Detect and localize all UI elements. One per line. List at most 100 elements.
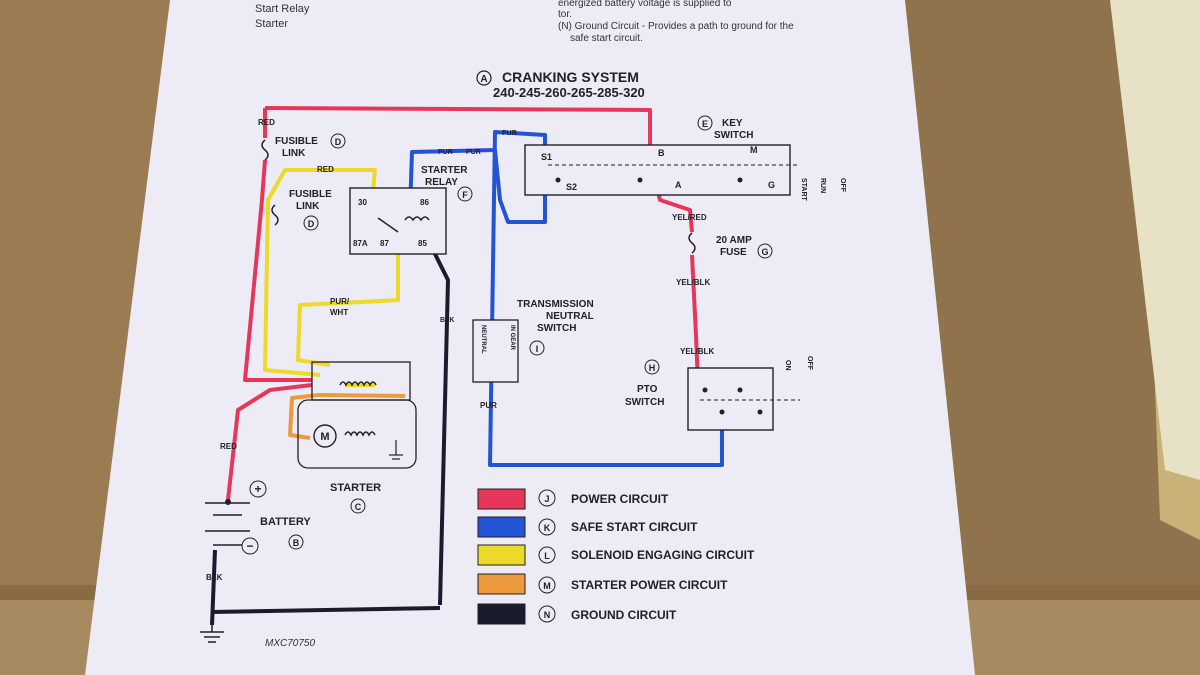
wire-label-pur-wht-1: PUR/	[330, 297, 350, 306]
fuse-line-1: 20 AMP	[716, 235, 752, 246]
title-line-2: 240-245-260-265-285-320	[493, 85, 645, 100]
fusible-link-mid-line-1: FUSIBLE	[289, 189, 332, 200]
yellow-wire-pur-wht	[296, 235, 400, 367]
black-wire-battery	[210, 549, 217, 626]
starter-relay: 30 86 87A 87 85 STARTER RELAY F	[349, 165, 473, 255]
legend-item-safe-start: K SAFE START CIRCUIT	[477, 516, 698, 538]
legend-circle-k	[538, 518, 556, 536]
wire-label-pur-relay: PUR	[438, 149, 453, 156]
fusible-link-top-line-1: FUSIBLE	[275, 136, 318, 147]
trans-letter: I	[536, 344, 539, 354]
legend: J POWER CIRCUIT K SAFE START CIRCUIT L S…	[477, 488, 755, 625]
callout-circle-b	[288, 534, 304, 550]
fusible-link-top-letter: D	[335, 137, 342, 147]
relay-terminal-87: 87	[380, 239, 389, 248]
trans-pos-in-gear: IN GEAR	[509, 325, 515, 351]
legend-label-solenoid: SOLENOID ENGAGING CIRCUIT	[571, 548, 755, 562]
fusible-link-top: FUSIBLE LINK D	[261, 133, 346, 161]
callout-circle-f	[457, 186, 473, 202]
transmission-switch-box	[472, 319, 519, 383]
pto-contact-3	[719, 409, 725, 415]
wire-label-pur-wht-2: WHT	[330, 308, 348, 317]
relay-terminal-30: 30	[358, 198, 367, 207]
diagram-title: A CRANKING SYSTEM 240-245-260-265-285-32…	[476, 69, 645, 100]
legend-swatch-starter-power	[477, 573, 526, 595]
pto-line-2: SWITCH	[625, 397, 664, 408]
wire-label-red-top: RED	[258, 118, 275, 127]
blue-wire-relay-to-key	[408, 148, 547, 224]
starter: M STARTER C	[297, 361, 417, 514]
legend-swatch-power	[477, 488, 526, 510]
key-switch: S1 S2 B A M G START RUN OFF E KEY SWITCH	[524, 115, 846, 202]
wire-labels: RED RED RED PUR PUR PUR PUR/ WHT BLK BLK…	[206, 118, 714, 582]
relay-coil	[404, 216, 430, 222]
legend-circle-j	[538, 489, 556, 507]
legend-label-starter-power: STARTER POWER CIRCUIT	[571, 578, 728, 592]
wire-label-blk-relay: BLK	[440, 317, 454, 324]
header-left-line-1: Start Relay	[255, 3, 310, 15]
fuse-line-2: FUSE	[720, 247, 747, 258]
pto-letter: H	[649, 363, 656, 373]
callout-circle-g	[757, 243, 773, 259]
legend-swatch-solenoid	[477, 544, 526, 566]
pto-contact-1	[702, 387, 708, 393]
legend-label-safe-start: SAFE START CIRCUIT	[571, 520, 698, 534]
trans-pos-neutral: NEUTRAL	[480, 325, 486, 354]
battery-terminal-top	[225, 499, 231, 505]
legend-item-solenoid: L SOLENOID ENGAGING CIRCUIT	[477, 544, 755, 566]
motor-letter: M	[320, 431, 329, 443]
wire-label-yel-blk-2: YEL/BLK	[680, 347, 714, 356]
header-right-line-1: energized battery voltage is supplied to	[558, 0, 732, 9]
callout-circle-e	[697, 115, 713, 131]
key-terminal-s2: S2	[566, 182, 577, 192]
fuse-symbol-mid	[271, 204, 279, 226]
orange-wire-contact	[317, 393, 406, 398]
trans-line-1: TRANSMISSION	[517, 299, 594, 310]
legend-circle-l	[538, 546, 556, 564]
red-wire-top-run	[264, 106, 652, 160]
wire-label-blk-battery: BLK	[206, 573, 223, 582]
page-header: Start Relay Starter energized battery vo…	[255, 0, 794, 44]
key-position-run: RUN	[819, 178, 826, 193]
blue-wire-key-to-trans	[488, 130, 724, 467]
key-switch-line-1: KEY	[722, 118, 743, 129]
wire-label-red-mid: RED	[317, 165, 334, 174]
legend-item-ground: N GROUND CIRCUIT	[477, 603, 677, 625]
key-terminal-g: G	[768, 180, 775, 190]
relay-terminal-85: 85	[418, 239, 427, 248]
header-left-line-2: Starter	[255, 18, 288, 30]
legend-circle-m	[538, 576, 556, 594]
yellow-wire-fusible	[263, 168, 377, 377]
starter-relay-box	[349, 187, 447, 255]
fusible-link-mid-line-2: LINK	[296, 201, 320, 212]
pto-contact-2	[737, 387, 743, 393]
legend-circle-n	[538, 605, 556, 623]
battery-label: BATTERY	[260, 516, 311, 528]
key-terminal-m: M	[750, 145, 758, 155]
battery-minus-circle	[241, 537, 259, 555]
fuse-symbol-top	[261, 139, 269, 161]
transmission-neutral-switch: NEUTRAL IN GEAR TRANSMISSION NEUTRAL SWI…	[472, 299, 594, 383]
red-wire-battery	[226, 383, 313, 501]
key-contact-m	[737, 177, 743, 183]
legend-label-power: POWER CIRCUIT	[571, 492, 669, 506]
paper-stack-right	[1110, 0, 1200, 480]
figure-id: MXC70750	[265, 638, 315, 649]
pto-line-1: PTO	[637, 384, 658, 395]
battery: + − BATTERY B	[200, 480, 311, 643]
key-terminal-a: A	[675, 180, 682, 190]
fuse-symbol-20a	[688, 232, 696, 254]
black-wire-ground-bus	[211, 606, 441, 614]
relay-contact-arm	[377, 217, 399, 233]
key-switch-box	[524, 144, 791, 196]
header-right-line-2: tor.	[558, 9, 572, 20]
wire-label-yel-red: YEL/RED	[672, 213, 707, 222]
callout-circle-i	[529, 340, 545, 356]
solenoid-coil	[339, 381, 377, 387]
relay-terminal-86: 86	[420, 198, 429, 207]
key-contact-s1	[555, 177, 561, 183]
key-position-off: OFF	[839, 178, 846, 193]
pto-contact-4	[757, 409, 763, 415]
starter-label: STARTER	[330, 482, 381, 494]
